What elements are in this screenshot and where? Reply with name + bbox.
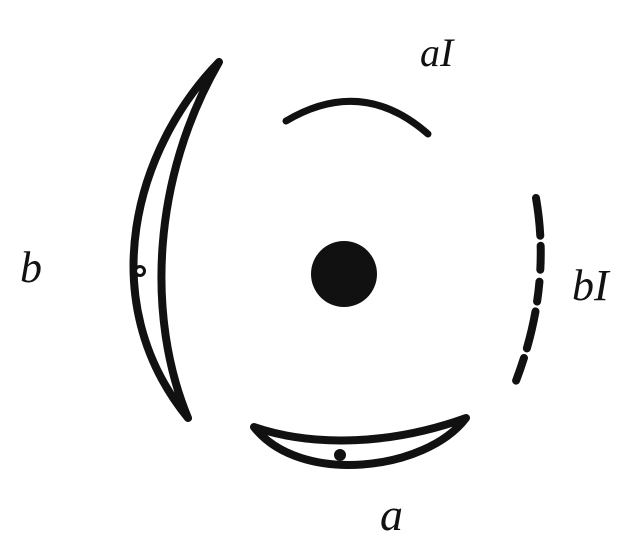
arc-a-prime bbox=[282, 97, 432, 138]
crescent-a-dot bbox=[334, 449, 346, 461]
crescent-a bbox=[250, 414, 470, 469]
label-a-prime: aI bbox=[420, 30, 455, 75]
label-b-prime: bI bbox=[572, 261, 611, 310]
arc-b-prime bbox=[510, 194, 545, 390]
label-a: a bbox=[380, 489, 403, 539]
label-b: b bbox=[20, 243, 42, 292]
central-body bbox=[311, 241, 377, 307]
crescent-b bbox=[129, 58, 223, 422]
crescent-b-dot bbox=[134, 265, 146, 277]
